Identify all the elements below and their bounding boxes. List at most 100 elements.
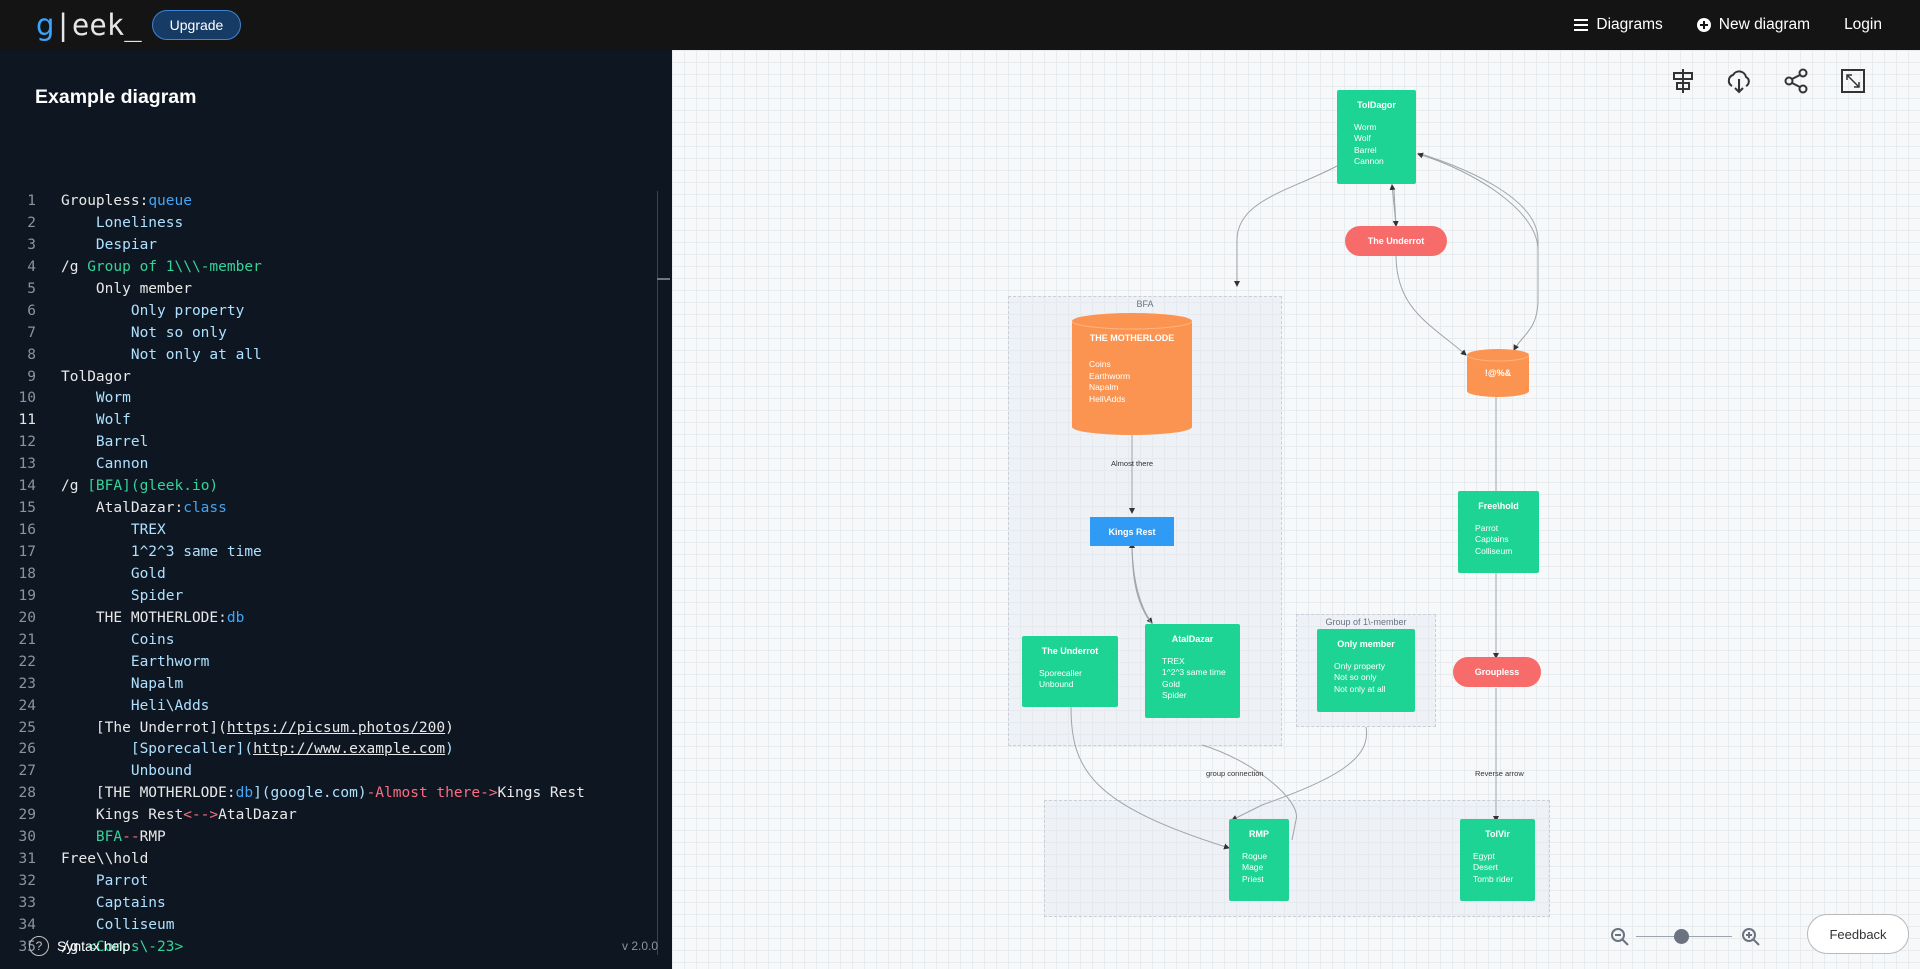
- code-line[interactable]: 10 Worm: [0, 388, 658, 410]
- nav-diagrams[interactable]: Diagrams: [1574, 16, 1663, 34]
- node-kings-rest[interactable]: Kings Rest: [1090, 517, 1174, 546]
- db-cylinder-shape: [1072, 313, 1192, 435]
- code-token: Coins: [130, 631, 175, 648]
- code-token: Despiar: [95, 236, 158, 253]
- code-line[interactable]: 17 1^2^3 same time: [0, 542, 658, 564]
- code-line[interactable]: 29 Kings Rest<-->AtalDazar: [0, 805, 658, 827]
- node-only-member[interactable]: Only member Only property Not so only No…: [1317, 629, 1415, 712]
- share-icon[interactable]: [1781, 66, 1811, 96]
- code-token: Napalm: [130, 675, 184, 692]
- node-ataldazar[interactable]: AtalDazar TREX 1^2^3 same time Gold Spid…: [1145, 624, 1240, 718]
- line-number: 32: [18, 873, 36, 890]
- node-the-motherlode[interactable]: THE MOTHERLODE Coins Earthworm Napalm He…: [1072, 313, 1192, 435]
- edge-underrot-rmp: [1070, 706, 1230, 850]
- code-token: [61, 654, 131, 670]
- code-token: Only member: [61, 280, 192, 297]
- code-line-text: Gold: [61, 564, 166, 586]
- code-line[interactable]: 28 [THE MOTHERLODE:db](google.com)-Almos…: [0, 783, 658, 805]
- code-line[interactable]: 30 BFA--RMP: [0, 827, 658, 849]
- code-line[interactable]: 24 Heli\Adds: [0, 696, 658, 718]
- code-token: Kings Rest: [497, 785, 585, 802]
- syntax-help-link[interactable]: ? Syntax help: [29, 936, 130, 956]
- line-number: 18: [18, 565, 36, 582]
- node-item: Desert: [1473, 862, 1499, 872]
- node-percent-db[interactable]: !@%&: [1467, 349, 1529, 397]
- node-tolvir-items: Egypt Desert Tomb rider: [1460, 841, 1535, 886]
- align-center-icon[interactable]: [1668, 66, 1698, 96]
- code-line[interactable]: 22 Earthworm: [0, 652, 658, 674]
- code-line[interactable]: 6 Only property: [0, 301, 658, 323]
- line-number: 7: [27, 324, 36, 341]
- code-token: <-->: [183, 807, 219, 824]
- zoom-in-icon[interactable]: [1741, 927, 1761, 947]
- code-line[interactable]: 26 [Sporecaller](http://www.example.com): [0, 739, 658, 761]
- code-line[interactable]: 35/g <Comps\-23>: [0, 937, 658, 959]
- code-token: Cannon: [95, 456, 149, 473]
- code-line[interactable]: 33 Captains: [0, 893, 658, 915]
- code-line[interactable]: 25 [The Underrot](https://picsum.photos/…: [0, 718, 658, 740]
- editor-scrollbar[interactable]: [657, 191, 660, 955]
- nav-login[interactable]: Login: [1844, 16, 1882, 34]
- fullscreen-icon[interactable]: [1838, 66, 1868, 96]
- code-line[interactable]: 12 Barrel: [0, 432, 658, 454]
- editor-scroll-thumb[interactable]: [657, 278, 670, 280]
- code-line[interactable]: 18 Gold: [0, 564, 658, 586]
- code-line-text: /g Group of 1\\\-member: [61, 257, 262, 279]
- nav-new-diagram[interactable]: New diagram: [1696, 16, 1810, 34]
- code-token: RMP: [139, 829, 166, 846]
- node-item: Priest: [1242, 873, 1264, 884]
- code-line-text: Not only at all: [61, 345, 262, 367]
- zoom-out-icon[interactable]: [1610, 927, 1630, 947]
- code-line[interactable]: 27 Unbound: [0, 761, 658, 783]
- node-rmp-items: Rogue Mage Priest: [1229, 841, 1289, 886]
- code-line[interactable]: 19 Spider: [0, 586, 658, 608]
- code-line[interactable]: 16 TREX: [0, 520, 658, 542]
- code-token: [The Underrot](: [61, 719, 227, 736]
- node-toldagor[interactable]: TolDagor Worm Wolf Barrel Cannon: [1337, 90, 1416, 184]
- code-line[interactable]: 15 AtalDazar:class: [0, 498, 658, 520]
- upgrade-button[interactable]: Upgrade: [152, 10, 241, 40]
- line-number: 8: [27, 346, 36, 363]
- node-groupless[interactable]: Groupless: [1453, 657, 1541, 687]
- zoom-slider-thumb[interactable]: [1674, 929, 1689, 944]
- code-line[interactable]: 8 Not only at all: [0, 345, 658, 367]
- cloud-download-icon[interactable]: [1724, 66, 1754, 96]
- diagram-canvas[interactable]: BFA Group of 1\-member: [672, 50, 1920, 969]
- code-line[interactable]: 2 Loneliness: [0, 213, 658, 235]
- code-line[interactable]: 13 Cannon: [0, 454, 658, 476]
- logo-g: g: [36, 8, 55, 42]
- code-token: BFA: [95, 829, 123, 846]
- code-line[interactable]: 5 Only member: [0, 279, 658, 301]
- code-line[interactable]: 4/g Group of 1\\\-member: [0, 257, 658, 279]
- code-line-text: Loneliness: [61, 213, 183, 235]
- node-rmp[interactable]: RMP Rogue Mage Priest: [1229, 819, 1289, 901]
- code-line[interactable]: 21 Coins: [0, 630, 658, 652]
- node-freehold[interactable]: Free\hold Parrot Captains Colliseum: [1458, 491, 1539, 573]
- code-token: [61, 215, 96, 231]
- diagram-title[interactable]: Example diagram: [35, 86, 197, 108]
- code-token: [Sporecaller](: [130, 741, 254, 758]
- node-tolvir[interactable]: TolVir Egypt Desert Tomb rider: [1460, 819, 1535, 901]
- code-line[interactable]: 23 Napalm: [0, 674, 658, 696]
- line-number: 4: [27, 258, 36, 275]
- line-number: 34: [18, 916, 36, 933]
- code-line[interactable]: 3 Despiar: [0, 235, 658, 257]
- code-line[interactable]: 32 Parrot: [0, 871, 658, 893]
- edge-ataldazar-kingsrest: [1129, 542, 1153, 625]
- code-line[interactable]: 34 Colliseum: [0, 915, 658, 937]
- code-line[interactable]: 14/g [BFA](gleek.io): [0, 476, 658, 498]
- code-line[interactable]: 7 Not so only: [0, 323, 658, 345]
- node-underrot-title: The Underrot: [1041, 646, 1099, 656]
- node-the-underrot-pill[interactable]: The Underrot: [1345, 226, 1447, 256]
- code-line[interactable]: 11 Wolf: [0, 410, 658, 432]
- code-token: --: [122, 829, 140, 846]
- feedback-button[interactable]: Feedback: [1807, 914, 1909, 954]
- node-the-underrot[interactable]: The Underrot Sporecaller Unbound: [1022, 636, 1118, 707]
- node-item: Captains: [1475, 534, 1509, 544]
- code-line[interactable]: 20 THE MOTHERLODE:db: [0, 608, 658, 630]
- gleek-logo[interactable]: g|eek_: [36, 8, 142, 42]
